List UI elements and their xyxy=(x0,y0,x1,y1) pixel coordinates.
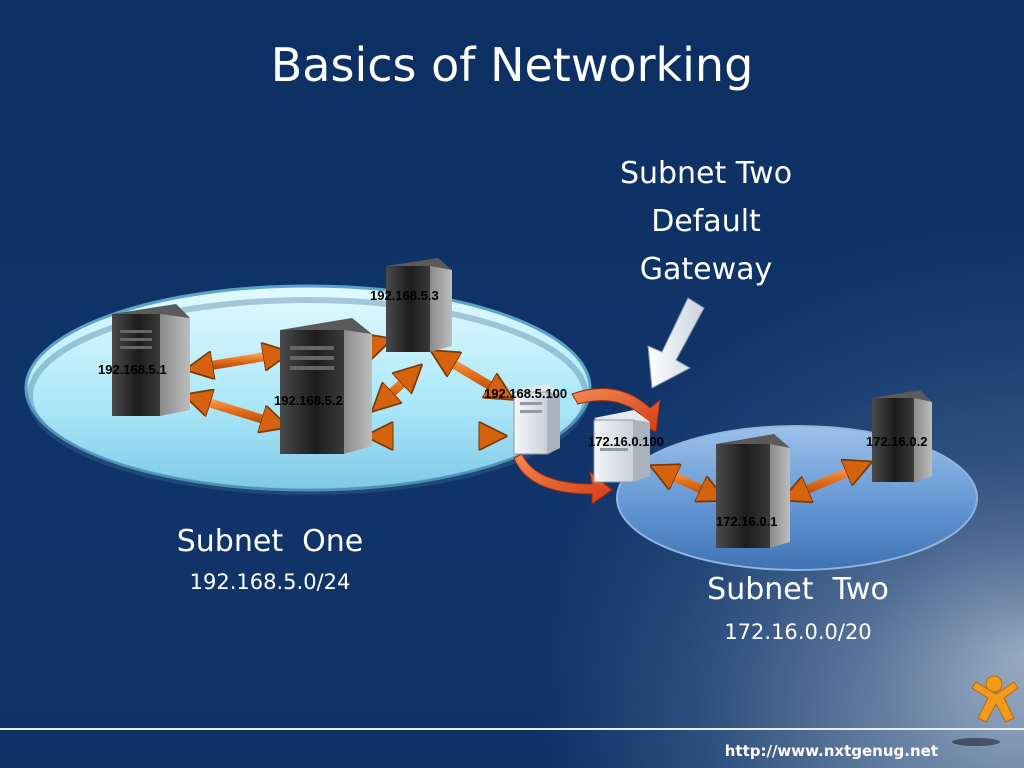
subnet-two-cidr: 172.16.0.0/20 xyxy=(724,620,872,644)
router-gateway-subnet-two xyxy=(593,410,650,483)
ip-label: 192.168.5.100 xyxy=(484,386,568,401)
link-arrow xyxy=(380,372,414,404)
gateway-callout-arrow xyxy=(647,297,705,389)
subnet-one-cidr: 192.168.5.0/24 xyxy=(189,570,351,594)
link-arrow xyxy=(440,356,504,394)
slide-title: Basics of Networking xyxy=(270,38,754,92)
ip-label: 192.168.5.3 xyxy=(370,288,439,303)
link-arrow xyxy=(194,398,278,424)
gateway-callout-line: Default xyxy=(651,204,761,239)
nxtgenug-logo xyxy=(952,675,1019,746)
ip-label: 172.16.0.1 xyxy=(716,514,778,529)
server-192-168-5-1 xyxy=(112,304,190,416)
gateway-callout-line: Subnet Two xyxy=(619,156,793,191)
gateway-callout-line: Gateway xyxy=(639,252,773,287)
link-arrow xyxy=(660,470,716,496)
ip-label: 172.16.0.2 xyxy=(866,434,928,449)
subnet-two-name: Subnet Two xyxy=(707,572,889,607)
link-arrow xyxy=(196,354,280,368)
link-arrow xyxy=(792,466,862,496)
link-arrows xyxy=(194,342,862,496)
router-gateway-subnet-one xyxy=(513,384,560,455)
server-192-168-5-3 xyxy=(386,258,452,352)
server-172-16-0-2 xyxy=(872,390,932,482)
routing-arrow-lower xyxy=(513,453,613,505)
server-192-168-5-2 xyxy=(280,318,372,454)
ip-label: 192.168.5.1 xyxy=(98,362,167,377)
footer-divider xyxy=(0,728,1024,730)
ip-label: 192.168.5.2 xyxy=(274,393,343,408)
ip-label: 172.16.0.100 xyxy=(588,434,664,449)
server-172-16-0-1 xyxy=(716,434,790,548)
gateway-callout: Subnet Two Default Gateway xyxy=(576,150,836,294)
subnet-one-name: Subnet One xyxy=(176,524,364,559)
footer-url[interactable]: http://www.nxtgenug.net xyxy=(724,742,938,760)
